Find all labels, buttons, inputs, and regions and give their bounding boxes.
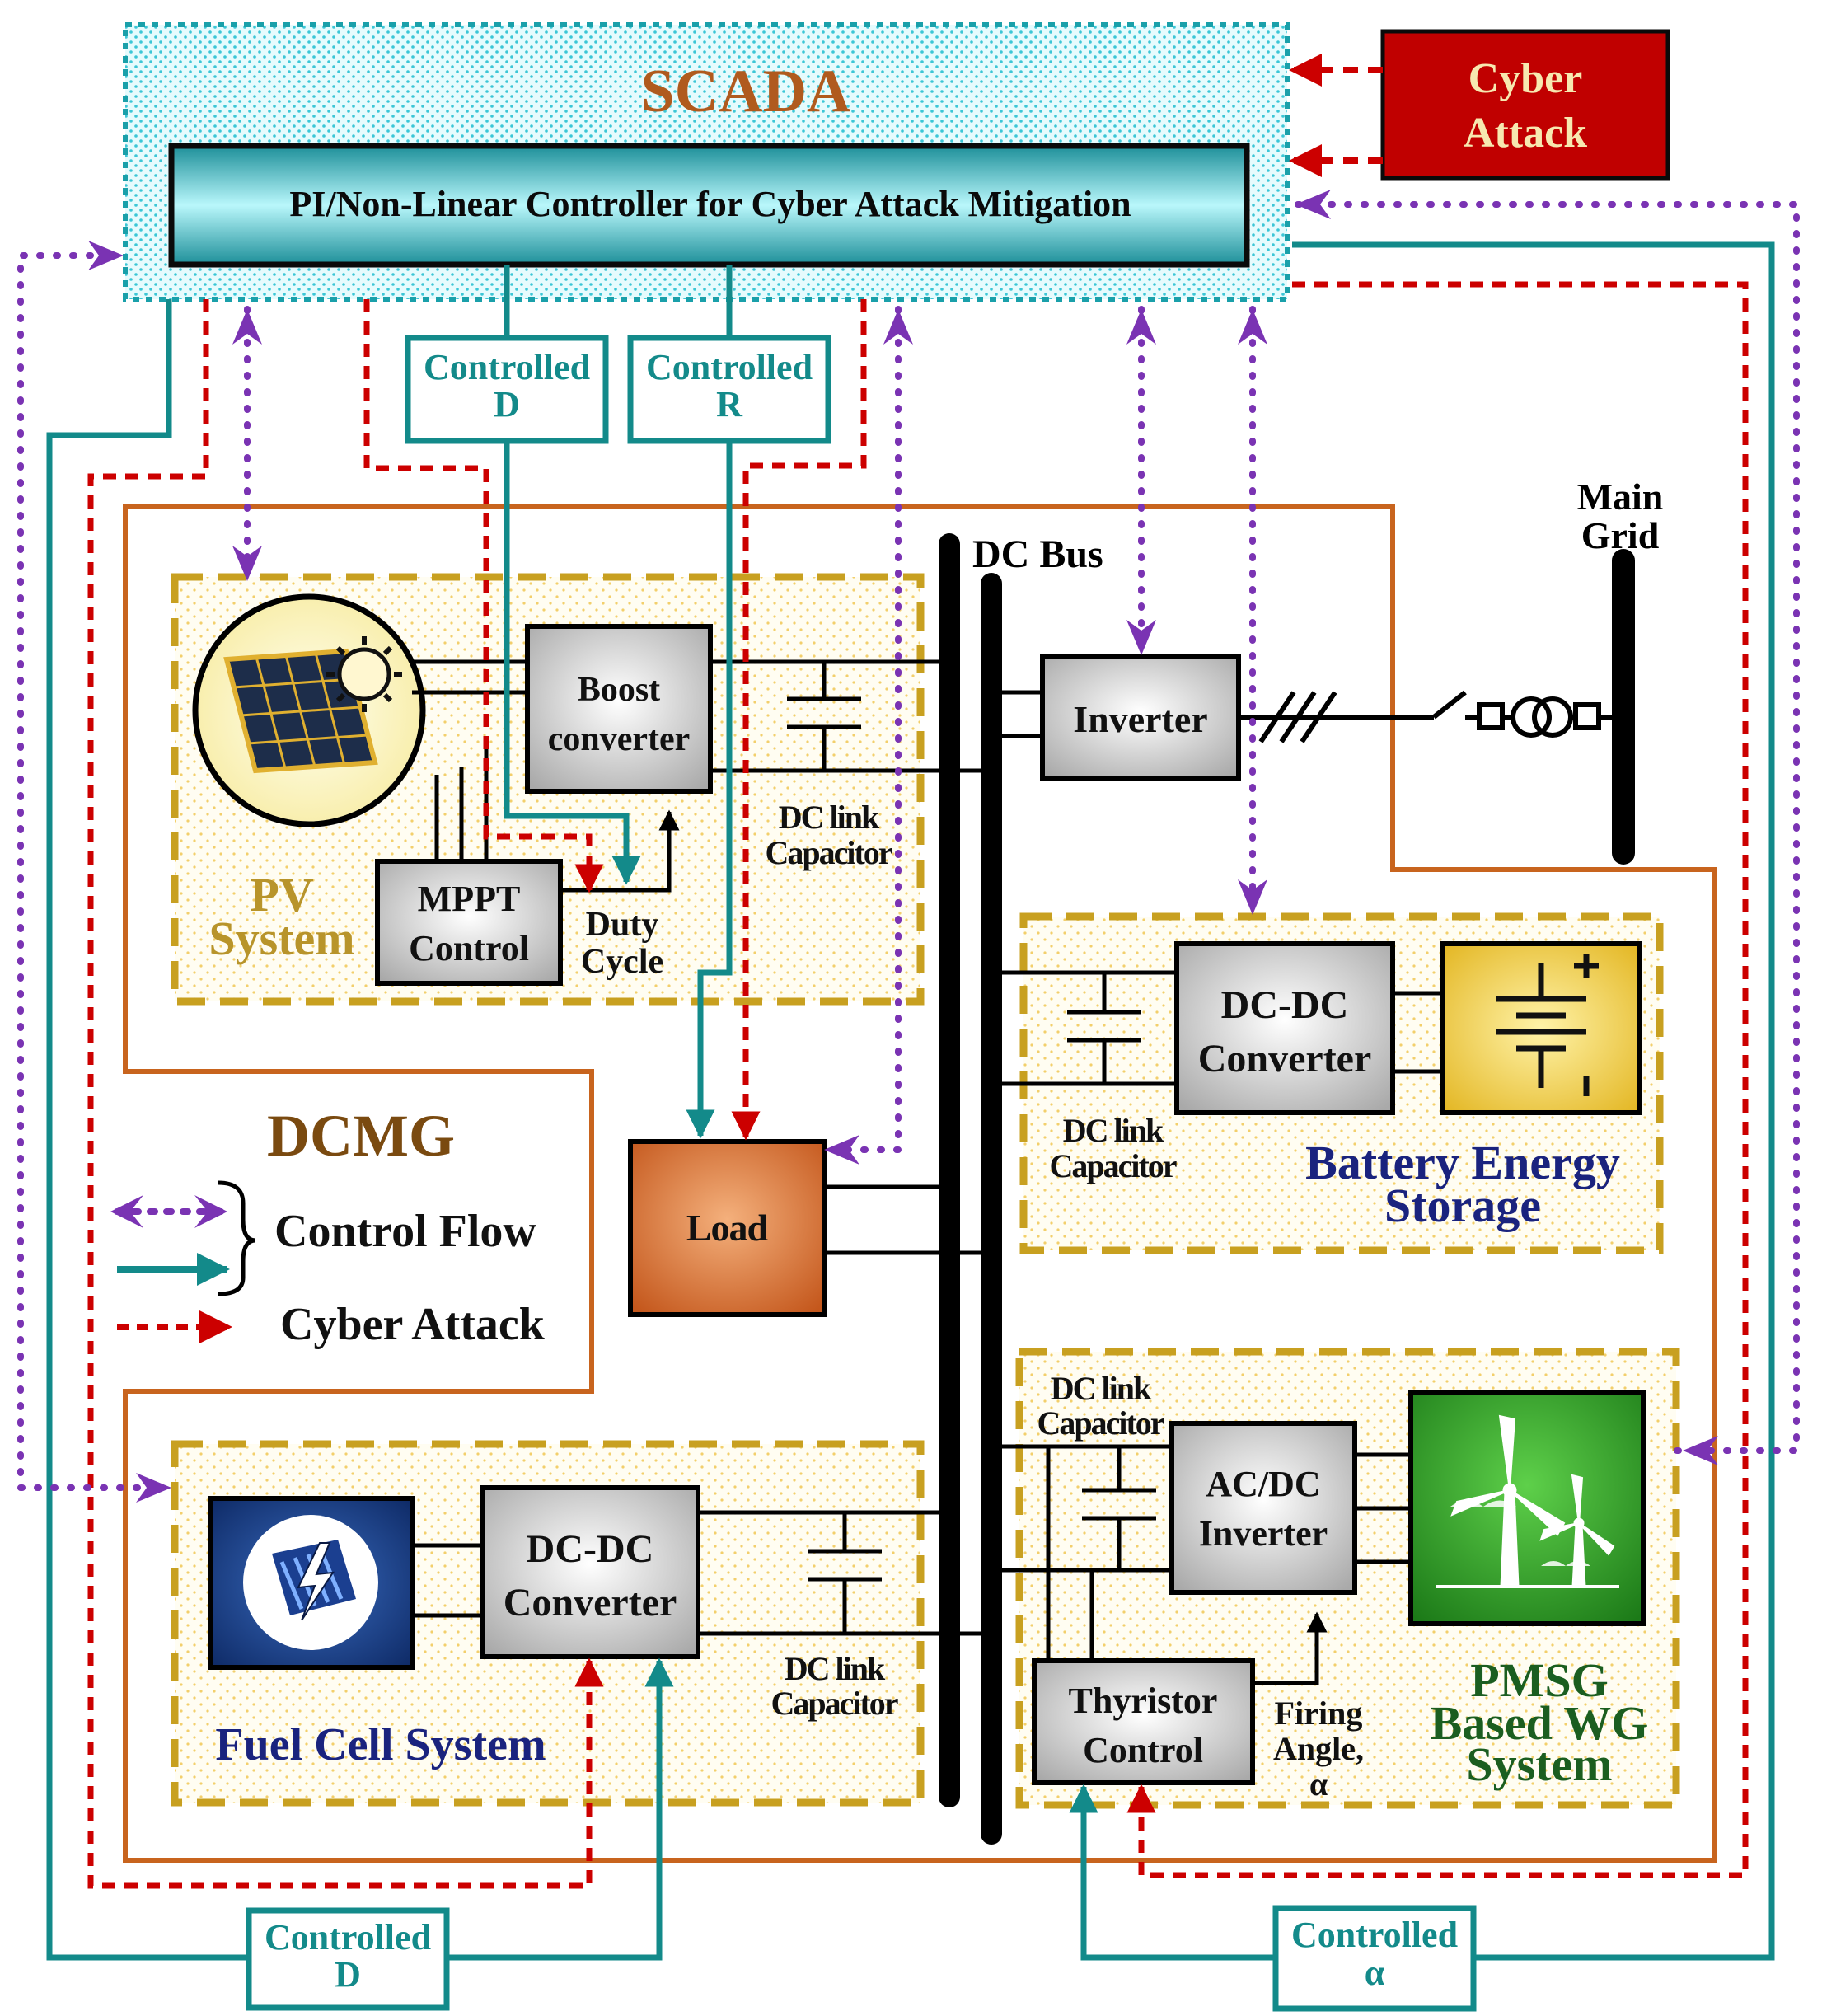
battery-label-line1: Battery Energy (1305, 1136, 1620, 1189)
fuel-cell-label: Fuel Cell System (215, 1719, 546, 1770)
duty-line2: Cycle (581, 943, 663, 981)
bus-to-inverter-wires (997, 690, 1042, 738)
mppt-control-box (375, 859, 563, 986)
cyber-attack-box (1380, 29, 1670, 181)
battery-cap-line2: Capacitor (1049, 1147, 1176, 1184)
mppt-line1: MPPT (418, 879, 521, 919)
ctrl-alpha-line1: Controlled (1291, 1915, 1458, 1955)
dcmg-outline (123, 504, 1717, 1863)
pv-label-line2: System (208, 912, 354, 965)
ctrl-r-line1: Controlled (646, 347, 813, 387)
wind-to-acdc-wires (1355, 1452, 1411, 1564)
legend-control-flow-symbols (110, 1180, 256, 1343)
fc-conv-line1: DC-DC (527, 1527, 654, 1571)
controlled-d-bottom-box (246, 1907, 450, 2011)
ctrl-d-bottom-line1: Controlled (265, 1917, 431, 1957)
solar-panel-icon (223, 636, 402, 774)
ctrl-d-top-line2: D (494, 384, 520, 424)
wind-cap-line1: DC link (1051, 1370, 1152, 1407)
main-grid-line2: Grid (1581, 514, 1660, 556)
load-label: Load (686, 1207, 769, 1249)
wind-label-line3: System (1466, 1737, 1612, 1791)
pi-controller-label: PI/Non-Linear Controller for Cyber Attac… (289, 184, 1131, 224)
wind-label-line1: PMSG (1470, 1653, 1609, 1707)
battery-label-line2: Storage (1384, 1179, 1541, 1232)
inverter-box (1040, 654, 1241, 781)
ctrl-alpha-line2: α (1365, 1953, 1385, 1993)
controlled-d-top-box (405, 335, 609, 444)
pv-cap-line1: DC link (779, 799, 880, 836)
ctrl-d-bottom-line2: D (335, 1954, 361, 1995)
battery-capacitor-symbol (1067, 973, 1141, 1084)
boost-line1: Boost (578, 671, 660, 709)
inverter-label: Inverter (1073, 698, 1207, 740)
acdc-line2: Inverter (1199, 1513, 1328, 1554)
boost-line2: converter (548, 720, 691, 758)
legend-cyber-attack-label: Cyber Attack (280, 1299, 546, 1350)
fc-capacitor-symbol (808, 1512, 882, 1634)
fc-to-bus-wires (698, 1510, 981, 1636)
thyristor-control-box (1032, 1658, 1255, 1785)
fc-cap-line2: Capacitor (770, 1685, 897, 1722)
battery-conv-line2: Converter (1198, 1037, 1372, 1081)
pi-controller-box (168, 143, 1250, 268)
thyristor-wires (1046, 1446, 1094, 1661)
dc-bus-label: DC Bus (972, 532, 1103, 576)
converter-to-battery-wires (1393, 991, 1442, 1074)
battery-conv-line1: DC-DC (1221, 983, 1349, 1027)
ctrl-r-line2: R (716, 384, 743, 424)
purple-arrow-heads (88, 190, 1718, 1503)
load-to-bus-wires (824, 1184, 981, 1255)
battery-icon (1496, 954, 1599, 1096)
teal-control-lines (46, 241, 1775, 1961)
wind-turbine-box (1408, 1390, 1646, 1626)
thy-line1: Thyristor (1069, 1681, 1218, 1721)
boost-converter-box (525, 624, 713, 794)
battery-converter-box (1174, 941, 1395, 1115)
firing-line3: α (1309, 1765, 1328, 1803)
main-grid-line1: Main (1577, 476, 1664, 518)
ctrl-d-top-line1: Controlled (424, 347, 590, 387)
purple-control-flow-lines (17, 201, 1800, 1491)
battery-cap-line1: DC link (1063, 1112, 1164, 1149)
red-cyber-attack-lines (87, 281, 1749, 1889)
bus-to-acdc-wires (997, 1444, 1172, 1573)
acdc-inverter-box (1169, 1421, 1357, 1595)
wind-turbine-icon (1436, 1414, 1619, 1588)
mppt-line2: Control (409, 928, 529, 968)
fc-conv-line2: Converter (504, 1581, 677, 1625)
wind-label-line2: Based WG (1431, 1696, 1649, 1750)
fc-cap-line1: DC link (785, 1650, 886, 1687)
firing-angle-arrow (1253, 1611, 1328, 1685)
grid-connection-line (1239, 690, 1619, 743)
pv-capacitor-symbol (787, 662, 861, 771)
bus-to-battery-wires (997, 970, 1177, 1086)
acdc-line1: AC/DC (1206, 1464, 1320, 1504)
wind-capacitor-symbol (1082, 1446, 1156, 1570)
cyber-attack-line2: Attack (1464, 110, 1587, 157)
pv-cap-line2: Capacitor (765, 834, 892, 871)
thy-line2: Control (1083, 1730, 1203, 1770)
fc-to-converter-wires (412, 1543, 482, 1618)
dcmg-label: DCMG (267, 1103, 455, 1169)
load-box (628, 1139, 827, 1317)
duty-line1: Duty (586, 906, 659, 944)
legend-control-flow-label: Control Flow (274, 1206, 536, 1257)
fc-converter-box (480, 1485, 700, 1659)
firing-line2: Angle, (1273, 1730, 1364, 1767)
fuel-cell-icon (243, 1515, 378, 1650)
firing-line1: Firing (1275, 1695, 1363, 1732)
cyber-attack-line1: Cyber (1468, 55, 1583, 102)
pv-label-line1: PV (250, 868, 313, 921)
scada-title: SCADA (641, 58, 851, 125)
wind-cap-line2: Capacitor (1037, 1404, 1164, 1442)
